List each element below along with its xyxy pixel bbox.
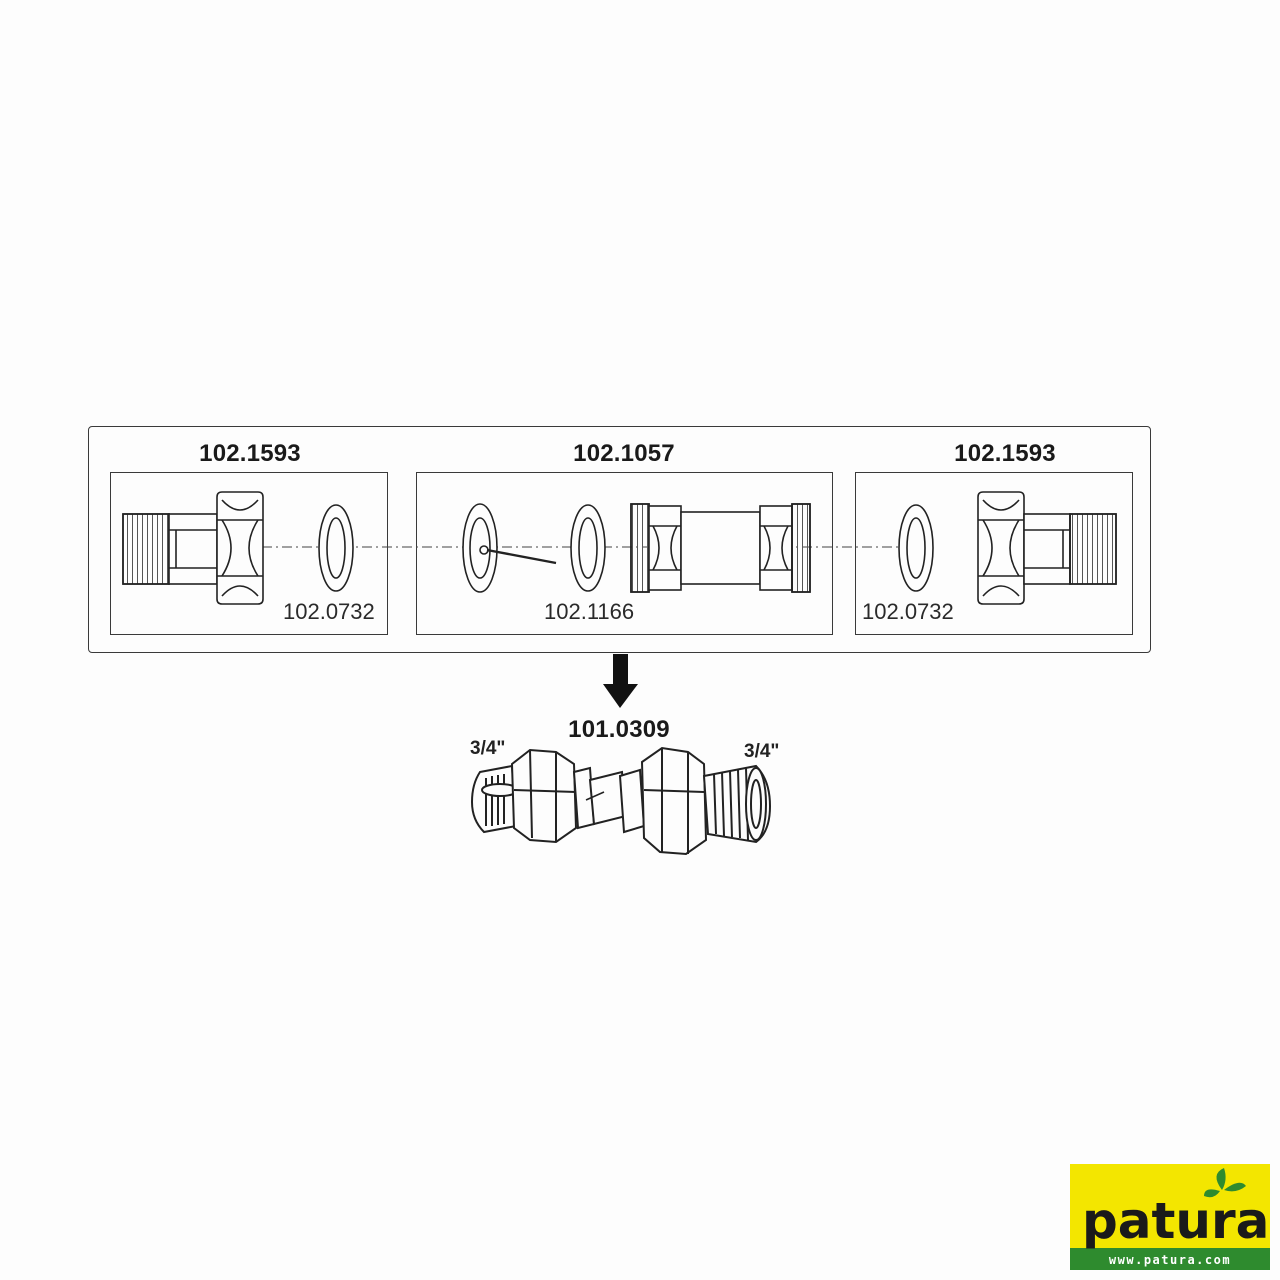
size-label-right: 3/4" — [744, 741, 780, 762]
union-nut-right — [977, 491, 1025, 605]
exploded-view-frame — [88, 426, 1151, 653]
washer-right — [898, 504, 934, 592]
group-title-right: 102.1593 — [954, 440, 1056, 467]
union-nut-left — [216, 491, 264, 605]
valve-body — [630, 503, 811, 593]
part-number-middle-disc: 102.1166 — [544, 599, 635, 624]
group-title-left: 102.1593 — [199, 440, 301, 467]
patura-logo-graphic: patura www.patura.com — [1070, 1164, 1270, 1270]
assembly-title: 101.0309 — [568, 716, 670, 743]
check-valve-disc — [462, 503, 557, 593]
washer-left — [318, 504, 354, 592]
group-title-middle: 102.1057 — [573, 440, 675, 467]
logo-wordmark: patura — [1082, 1192, 1269, 1250]
threaded-nipple-left — [122, 513, 218, 585]
assembly-arrow — [603, 654, 638, 708]
part-number-left-washer: 102.0732 — [283, 599, 375, 624]
part-number-right-washer: 102.0732 — [862, 599, 954, 624]
size-label-left: 3/4" — [470, 738, 506, 759]
assembled-valve — [470, 746, 772, 856]
patura-logo: patura www.patura.com — [1070, 1164, 1270, 1270]
logo-url: www.patura.com — [1109, 1253, 1231, 1267]
washer-middle — [570, 504, 606, 592]
threaded-nipple-right — [1023, 513, 1117, 585]
